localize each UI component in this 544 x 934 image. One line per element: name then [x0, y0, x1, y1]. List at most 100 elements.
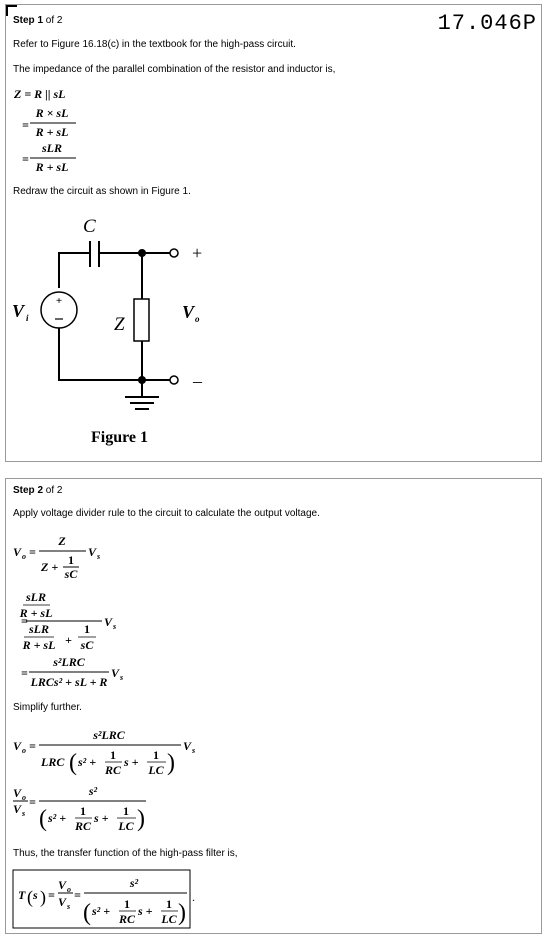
svg-text:s²LRC: s²LRC	[52, 655, 86, 669]
svg-text:=: =	[29, 739, 36, 753]
svg-text:RC: RC	[104, 763, 122, 777]
circuit-figure: + C V i Z V o + – Figure 1	[12, 216, 203, 446]
step2-text-2: Simplify further.	[13, 702, 82, 713]
step1-heading: Step 1 of 2	[13, 15, 63, 26]
svg-text:LRCs² + sL + R: LRCs² + sL + R	[30, 675, 108, 689]
svg-text:=: =	[74, 888, 81, 902]
svg-text:1: 1	[110, 748, 116, 762]
svg-text:o: o	[22, 552, 26, 561]
impedance-label: Z	[114, 314, 125, 335]
svg-text:=: =	[22, 152, 29, 166]
plus-sign: +	[192, 243, 202, 263]
svg-text:1: 1	[153, 748, 159, 762]
svg-text:sLR: sLR	[28, 622, 49, 636]
impedance-equation: Z = R || sL = R × sL R + sL = sLR R + sL	[13, 87, 76, 174]
svg-text:=: =	[21, 666, 28, 680]
step2-text-1: Apply voltage divider rule to the circui…	[13, 508, 320, 519]
corner-mark	[6, 5, 17, 16]
capacitor-label: C	[83, 216, 96, 237]
svg-text:(: (	[69, 750, 77, 776]
terminal-bottom	[169, 375, 179, 385]
svg-text:.: .	[192, 890, 195, 904]
eq-a-den: R + sL	[35, 125, 69, 139]
svg-text:s² +: s² +	[77, 755, 96, 769]
svg-text:): )	[137, 806, 145, 832]
svg-text:): )	[40, 887, 46, 908]
svg-text:1: 1	[84, 622, 90, 636]
svg-text:s +: s +	[123, 755, 139, 769]
svg-text:LC: LC	[147, 763, 164, 777]
svg-text:s: s	[112, 622, 116, 631]
terminal-top	[169, 248, 179, 258]
svg-text:V: V	[58, 878, 67, 892]
svg-text:s +: s +	[93, 811, 109, 825]
svg-text:RC: RC	[74, 819, 92, 833]
svg-text:LRC: LRC	[40, 755, 65, 769]
svg-text:s² +: s² +	[47, 811, 66, 825]
eq-b-num: sLR	[41, 141, 62, 155]
eq-a-num: R × sL	[35, 106, 69, 120]
svg-text:LC: LC	[117, 819, 134, 833]
step2-panel: Step 2 of 2 Apply voltage divider rule t…	[5, 478, 542, 934]
svg-text:(: (	[27, 887, 33, 908]
svg-text:RC: RC	[118, 912, 136, 926]
svg-text:(: (	[83, 900, 91, 926]
output-label: V	[182, 302, 196, 322]
step2-text-3: Thus, the transfer function of the high-…	[13, 848, 238, 859]
svg-text:s +: s +	[137, 904, 153, 918]
svg-text:V: V	[13, 786, 22, 800]
svg-text:s: s	[119, 673, 123, 682]
svg-text:R + sL: R + sL	[22, 638, 56, 652]
eq-b-den: R + sL	[35, 160, 69, 174]
svg-text:sC: sC	[80, 638, 95, 652]
source-label: V	[12, 301, 26, 321]
svg-text:LC: LC	[160, 912, 177, 926]
svg-text:V: V	[58, 895, 67, 909]
step2-heading: Step 2 of 2	[13, 485, 63, 496]
svg-text:o: o	[22, 793, 26, 802]
svg-text:V: V	[13, 802, 22, 816]
output-label-sub: o	[195, 314, 200, 324]
svg-text:s: s	[66, 902, 70, 911]
svg-text:s² +: s² +	[91, 904, 110, 918]
svg-text:s: s	[96, 552, 100, 561]
svg-text:V: V	[183, 739, 192, 753]
eq-z-lhs: Z = R || sL	[13, 87, 65, 101]
svg-text:T: T	[18, 888, 26, 902]
svg-text:=: =	[21, 614, 28, 628]
svg-text:=: =	[48, 888, 55, 902]
svg-text:=: =	[29, 795, 36, 809]
svg-text:1: 1	[123, 804, 129, 818]
svg-text:1: 1	[166, 897, 172, 911]
step1-panel: Step 1 of 2 17.046P Refer to Figure 16.1…	[5, 4, 542, 462]
svg-text:): )	[167, 750, 175, 776]
svg-text:s²: s²	[88, 784, 98, 798]
svg-text:+: +	[65, 633, 72, 647]
svg-text:s: s	[21, 809, 25, 818]
step1-text-3: Redraw the circuit as shown in Figure 1.	[13, 186, 191, 197]
svg-text:o: o	[22, 746, 26, 755]
svg-text:s²: s²	[129, 876, 139, 890]
svg-text:Z: Z	[57, 534, 66, 548]
svg-text:V: V	[104, 615, 113, 629]
svg-text:R + sL: R + sL	[19, 606, 53, 620]
svg-text:V: V	[88, 545, 97, 559]
svg-text:s²LRC: s²LRC	[92, 728, 126, 742]
minus-sign: –	[192, 371, 203, 391]
figure-caption: Figure 1	[91, 429, 148, 446]
svg-text:V: V	[13, 545, 22, 559]
source-label-sub: i	[26, 313, 29, 323]
junction-dot-bottom	[138, 376, 146, 384]
svg-text:sLR: sLR	[25, 590, 46, 604]
svg-text:1: 1	[124, 897, 130, 911]
svg-text:1: 1	[80, 804, 86, 818]
svg-text:V: V	[13, 739, 22, 753]
svg-text:s: s	[32, 888, 38, 902]
svg-text:+: +	[56, 295, 62, 307]
svg-text:o: o	[67, 885, 71, 894]
svg-text:1: 1	[68, 553, 74, 567]
svg-text:Z +: Z +	[40, 560, 58, 574]
